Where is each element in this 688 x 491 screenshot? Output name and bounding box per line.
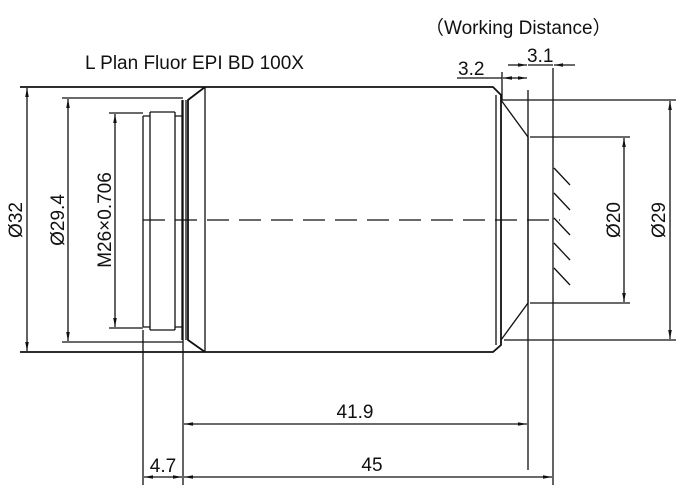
drawing-title: L Plan Fluor EPI BD 100X <box>85 53 304 74</box>
svg-text:Ø32: Ø32 <box>6 202 27 238</box>
svg-text:4.7: 4.7 <box>150 456 176 477</box>
dim-outer-diameter: Ø32 <box>6 88 29 351</box>
working-distance-label: （Working Distance） <box>425 17 612 39</box>
svg-text:Ø29.4: Ø29.4 <box>48 194 69 246</box>
svg-text:3.2: 3.2 <box>458 59 484 80</box>
dim-working-distance: 3.1 <box>508 46 575 67</box>
specimen-plane-hatch <box>553 167 571 286</box>
svg-text:3.1: 3.1 <box>527 46 553 67</box>
dim-thread: M26×0.706 <box>95 112 143 329</box>
svg-text:M26×0.706: M26×0.706 <box>95 172 116 268</box>
dim-front-outer-diameter: Ø29 <box>502 99 676 341</box>
svg-text:Ø29: Ø29 <box>649 202 670 238</box>
dim-thread-length: 4.7 <box>144 456 182 479</box>
dim-body-length: 41.9 <box>142 330 527 485</box>
dim-parfocal-length: 45 <box>184 455 552 479</box>
dim-front-taper: 3.2 <box>457 59 527 100</box>
svg-text:45: 45 <box>361 455 382 476</box>
svg-text:41.9: 41.9 <box>337 402 374 423</box>
objective-body <box>20 68 560 485</box>
dim-front-diameter: Ø20 <box>530 136 630 304</box>
svg-text:Ø20: Ø20 <box>604 202 625 238</box>
dim-flange-diameter: Ø29.4 <box>48 97 183 343</box>
